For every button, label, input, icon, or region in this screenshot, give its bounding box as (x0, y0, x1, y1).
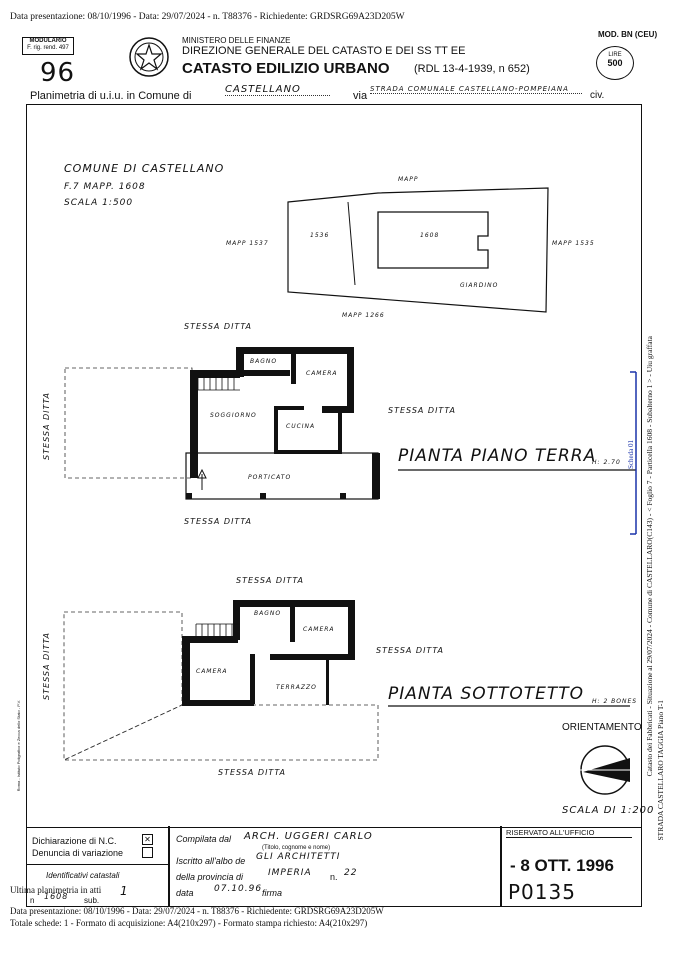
firma-label: firma (262, 888, 282, 898)
riservato-label: RISERVATO ALL'UFFICIO (506, 828, 632, 838)
denuncia-checkbox[interactable] (142, 847, 153, 858)
room-camera-terra: CAMERA (306, 370, 338, 377)
giardino-label: GIARDINO (460, 282, 499, 289)
stessa-ditta-left: STESSA DITTA (42, 392, 51, 460)
mapp-1266-label: MAPP 1266 (342, 312, 385, 319)
modulario-sub: F. rig. rend. 497 (27, 45, 69, 51)
direzione-label: DIREZIONE GENERALE DEL CATASTO E DEI SS … (182, 45, 466, 57)
albo-value: GLI ARCHITETTI (256, 852, 341, 862)
compass-icon (580, 745, 630, 795)
room-soggiorno: SOGGIORNO (210, 412, 257, 419)
mapp-1535-label: MAPP 1535 (552, 240, 595, 247)
compilata-label: Compilata dal (176, 834, 232, 844)
stamp-date: - 8 OTT. 1996 (510, 856, 614, 875)
footer-divider-2 (500, 826, 502, 906)
provincia-label: della provincia di (176, 872, 244, 882)
stessa-ditta-sotto-top: STESSA DITTA (236, 576, 304, 585)
comune-note: COMUNE DI CASTELLANO (64, 162, 225, 175)
room-porticato: PORTICATO (248, 474, 292, 481)
scala-200-label: SCALA DI 1:200 (562, 805, 655, 816)
plan-frame (26, 104, 642, 828)
compilatore-value: ARCH. UGGERI CARLO (244, 831, 373, 842)
ultima-planimetria: Ultima planimetria in atti (10, 885, 102, 895)
top-metadata-line: Data presentazione: 08/10/1996 - Data: 2… (10, 12, 405, 22)
room-cucina: CUCINA (286, 423, 316, 430)
mod-code: MOD. BN (CEU) (598, 30, 658, 39)
sub-label: sub. (84, 896, 100, 905)
scheda-number: 96 (40, 58, 76, 88)
identificativi-label: Identificativi catastali (46, 871, 120, 880)
n-label: n (30, 896, 35, 905)
provincia-value: IMPERIA (268, 868, 312, 878)
room-terrazzo: TERRAZZO (276, 684, 317, 691)
ufficio-number: P0135 (508, 880, 576, 904)
ministry-label: MINISTERO DELLE FINANZE (182, 36, 291, 45)
data-value: 07.10.96 (214, 884, 263, 894)
denuncia-label: Denuncia di variazione (32, 848, 124, 858)
emblem-icon (128, 36, 170, 78)
piano-sotto-title: PIANTA SOTTOTETTO (388, 684, 585, 704)
side-small-print: Roma - Istituto Poligrafico e Zecca dell… (16, 700, 21, 792)
format-line: Totale schede: 1 - Formato di acquisizio… (10, 918, 368, 928)
side-strada-text: STRADA CASTELLARO TAGGIA Piano T-1 (656, 700, 665, 841)
stessa-ditta-sotto-bottom: STESSA DITTA (218, 768, 286, 777)
foglio-note: F.7 MAPP. 1608 (64, 182, 146, 192)
room-camera-sotto-1: CAMERA (303, 626, 335, 633)
mapp-1537-label: MAPP 1537 (226, 240, 269, 247)
price-stamp: LIRE 500 (596, 46, 634, 80)
n1536-label: 1536 (310, 232, 330, 239)
stessa-ditta-sotto-right: STESSA DITTA (376, 646, 444, 655)
footer-frame (26, 826, 642, 907)
scheda-label: Scheda 01 (627, 440, 635, 469)
building-outline (377, 211, 489, 269)
room-bagno-terra: BAGNO (250, 358, 278, 365)
comune-value: CASTELLANO (225, 84, 330, 96)
civ-label: civ. (590, 90, 605, 101)
stessa-ditta-top: STESSA DITTA (184, 322, 252, 331)
n-value: 1608 (44, 892, 69, 901)
planimetria-label: Planimetria di u.i.u. in Comune di (30, 90, 192, 102)
sub-value: 1 (120, 884, 129, 898)
piano-sotto-height: H: 2 BONES (592, 698, 638, 705)
price-value: 500 (607, 58, 623, 68)
mapp-top-label: MAPP (398, 176, 419, 183)
stessa-ditta-sotto-left: STESSA DITTA (42, 632, 51, 700)
site-outline (287, 187, 549, 313)
via-value: STRADA COMUNALE CASTELLANO-POMPEIANA (370, 85, 582, 94)
dichiarazione-label: Dichiarazione di N.C. (32, 836, 117, 846)
stessa-ditta-bottom: STESSA DITTA (184, 517, 252, 526)
n2-value: 22 (344, 868, 358, 878)
footer-h-divider (26, 864, 168, 865)
piano-terra-plan (64, 347, 380, 500)
room-bagno-sotto: BAGNO (254, 610, 282, 617)
piano-terra-title: PIANTA PIANO TERRA (398, 446, 597, 466)
piano-terra-height: H: 2.70 (592, 459, 621, 466)
footer-divider-1 (168, 826, 170, 906)
orientamento-label: ORIENTAMENTO (562, 722, 642, 733)
side-catasto-text: Catasto dei Fabbricati - Situazione al 2… (645, 336, 654, 777)
scala-note: SCALA 1:500 (64, 198, 134, 208)
iscritto-label: Iscritto all'albo de (176, 856, 246, 866)
modulario-label: MODULARIO (29, 38, 67, 44)
sottotetto-plan (63, 600, 379, 761)
lire-label: LIRE (608, 52, 622, 58)
bottom-metadata-line: Data presentazione: 08/10/1996 - Data: 2… (10, 906, 384, 916)
compilatore-sub: (Titolo, cognome e nome) (262, 845, 331, 851)
stessa-ditta-right: STESSA DITTA (388, 406, 456, 415)
site-divider (347, 201, 356, 286)
header-title: CATASTO EDILIZIO URBANO (182, 60, 390, 77)
room-camera-sotto-2: CAMERA (196, 668, 228, 675)
rdl-label: (RDL 13-4-1939, n 652) (414, 63, 530, 75)
dichiarazione-checkbox[interactable]: ✕ (142, 834, 153, 845)
via-label: via (353, 90, 368, 102)
n1608-label: 1608 (420, 232, 440, 239)
n2-label: n. (330, 872, 338, 882)
data-label: data (176, 888, 194, 898)
modulario-box: MODULARIO F. rig. rend. 497 (22, 37, 74, 55)
